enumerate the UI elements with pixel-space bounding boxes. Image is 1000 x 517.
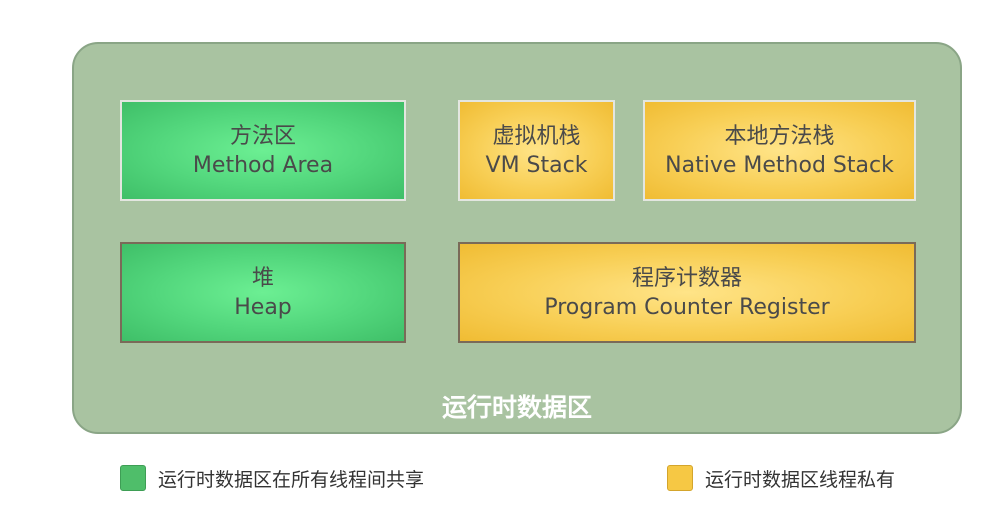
vm-stack-box: 虚拟机栈 VM Stack [458,100,615,201]
legend-private-label: 运行时数据区线程私有 [705,468,896,491]
heap-zh-label: 堆 [251,265,274,291]
method-area-en-label: Method Area [192,152,334,178]
legend-private: 运行时数据区线程私有 [667,463,895,493]
native-method-stack-box: 本地方法栈 Native Method Stack [643,100,916,201]
method-area-zh-label: 方法区 [229,123,296,149]
vm-stack-en-label: VM Stack [485,152,588,178]
legend-shared: 运行时数据区在所有线程间共享 [120,463,424,493]
legend-shared-label: 运行时数据区在所有线程间共享 [158,468,425,491]
native-method-stack-en-label: Native Method Stack [665,152,894,178]
runtime-data-area-label: 运行时数据区 [441,393,592,422]
native-method-stack-zh-label: 本地方法栈 [724,123,835,149]
legend-shared-swatch [120,465,146,491]
program-counter-box: 程序计数器 Program Counter Register [458,242,916,343]
program-counter-zh-label: 程序计数器 [631,265,742,291]
legend-private-swatch [667,465,693,491]
method-area-box: 方法区 Method Area [120,100,406,201]
heap-box: 堆 Heap [120,242,406,343]
vm-stack-zh-label: 虚拟机栈 [492,123,581,149]
heap-en-label: Heap [234,294,292,320]
program-counter-en-label: Program Counter Register [544,294,830,320]
